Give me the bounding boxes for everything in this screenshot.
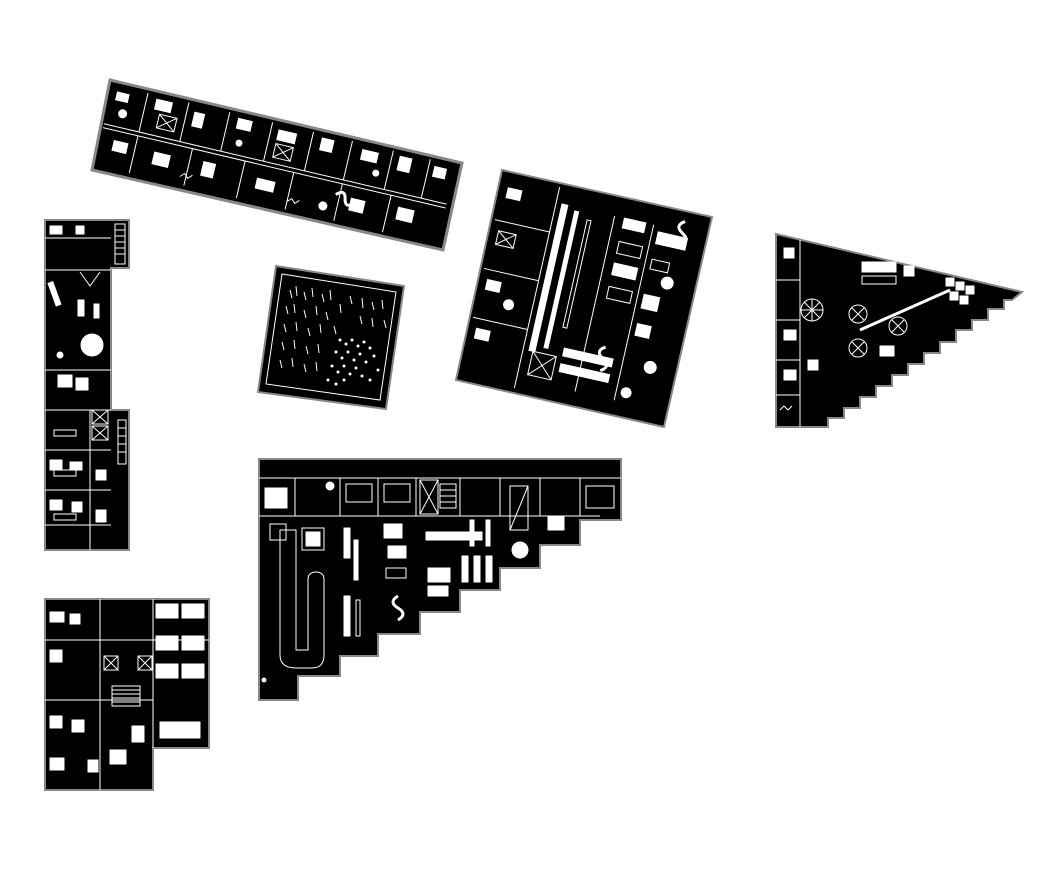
plan-stepped-large bbox=[258, 458, 622, 701]
plan-triangle-right bbox=[775, 232, 1025, 428]
plan-small-lshape bbox=[44, 598, 210, 791]
plan-vertical-strip bbox=[44, 219, 130, 551]
plan-office-rotated bbox=[454, 168, 714, 429]
plan-border bbox=[90, 78, 464, 252]
plan-outline bbox=[775, 232, 1025, 428]
plan-landscape-square bbox=[256, 264, 406, 411]
plan-outline bbox=[454, 168, 714, 429]
plan-outline bbox=[256, 264, 406, 411]
plan-strip-rotated bbox=[90, 78, 464, 252]
